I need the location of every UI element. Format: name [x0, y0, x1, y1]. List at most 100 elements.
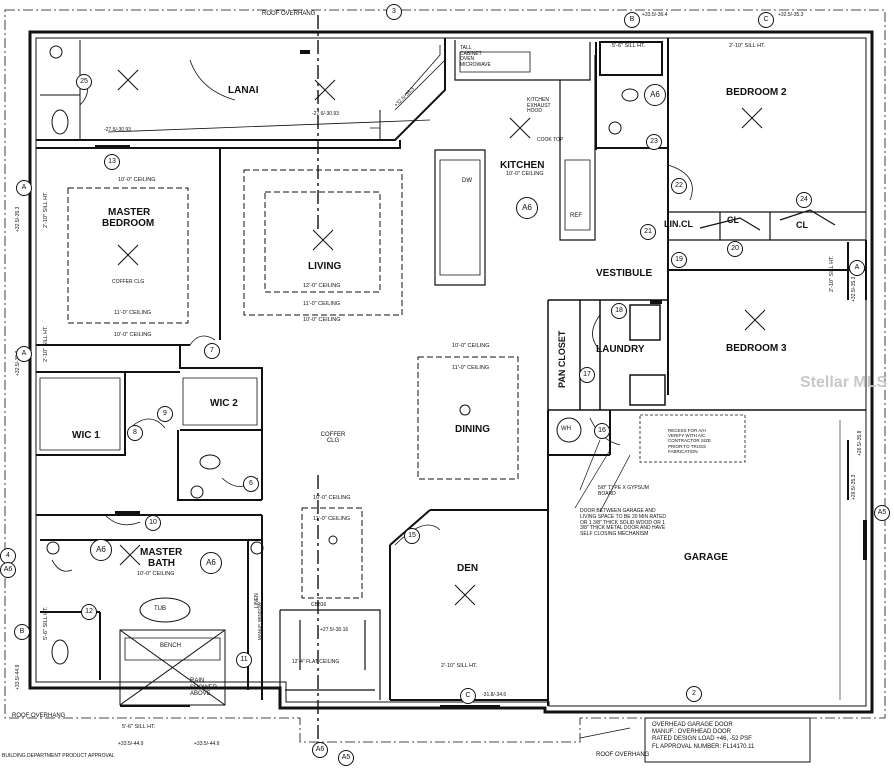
gypsum-note: 5/8" TYPE X GYPSUM BOARD [598, 485, 649, 497]
tag-6: 6 [243, 476, 259, 492]
tag-22: 22 [671, 178, 687, 194]
rating-lanai-left: -27.5/-30.93 [104, 127, 131, 133]
tag-8: 8 [127, 425, 143, 441]
garage-walls [547, 410, 611, 706]
master-coffer-ceiling-label: COFFER CLG [112, 279, 145, 285]
room-living: LIVING [308, 261, 342, 272]
rating-bottom-1: +33.5/-44.9 [118, 741, 144, 747]
rating-left-bot: +33.5/-44.9 [15, 664, 21, 690]
tag-17: 17 [579, 367, 595, 383]
living-ceiling-mid: 11'-0" CEILING [303, 301, 341, 307]
roof-overhang-top: ROOF OVERHANG [262, 11, 316, 17]
marker-c-top: C [758, 12, 774, 28]
room-master-bath-line2: BATH [148, 558, 176, 569]
master-ceiling-bot: 10'-0" CEILING [114, 332, 152, 338]
dining-coffer-ceiling [417, 356, 519, 480]
sill-bedroom-2: 2'-10" SILL HT. [729, 43, 766, 49]
recess-note: RECESS FOR A/H VERIFY WITH A/C CONTRACTO… [668, 428, 711, 454]
room-pan-closet: PAN CLOSET [557, 330, 567, 388]
section-a6-master-bath: A6 [90, 539, 112, 561]
closet-walls [668, 209, 866, 241]
tag-21: 21 [640, 224, 656, 240]
room-wic-1: WIC 1 [72, 430, 100, 441]
tag-13: 13 [104, 154, 120, 170]
rating-bottom-2: +33.5/-44.9 [194, 741, 220, 747]
marker-c-den: C [460, 688, 476, 704]
room-laundry: LAUNDRY [596, 344, 645, 355]
section-a6-master-bath-2: A6 [200, 552, 222, 574]
marker-a-left-2: A [16, 346, 32, 362]
rain-shower-label: RAIN SHOWER ABOVE [190, 678, 217, 698]
master-ceiling-top: 10'-0" CEILING [118, 177, 156, 183]
rating-right-a2: +26.5/-35.3 [851, 474, 857, 500]
sill-master-bot: 2'-10" SILL HT. [43, 325, 49, 362]
room-lanai: LANAI [228, 85, 259, 96]
tag-23: 23 [646, 134, 662, 150]
marker-4-left: 4 [0, 548, 16, 564]
master-coffer-ceiling [67, 187, 189, 324]
section-a6-kitchen: A6 [516, 197, 538, 219]
rating-den-c: -31.8/-34.6 [482, 692, 507, 698]
room-master-bath-line1: MASTER [140, 547, 183, 558]
tag-3-top: 3 [386, 4, 402, 20]
living-ceiling-bot: 10'-0" CEILING [303, 317, 341, 323]
tall-cabinet-label: TALL CABINET OVEN MICROWAVE [460, 45, 491, 68]
rating-left-top: +32.5/-35.3 [15, 206, 21, 232]
sill-den: 2'-10" SILL HT. [441, 663, 478, 669]
den-walls [389, 509, 548, 701]
lanai-area [36, 38, 446, 141]
rating-side-c: +26.5/-35.8 [857, 430, 863, 456]
garage-door-note: DOOR BETWEEN GARAGE AND LIVING SPACE TO … [580, 508, 667, 537]
kitchen-ceiling: 10'-0" CEILING [506, 171, 544, 177]
tag-18: 18 [611, 303, 627, 319]
tub-label: TUB [154, 606, 166, 612]
living-coffer-ceiling-label: COFFER CLG [320, 432, 346, 444]
foyer-walls [279, 609, 381, 700]
tag-24: 24 [796, 192, 812, 208]
marker-a-right: A [849, 260, 865, 276]
room-master-bedroom-line2: BEDROOM [102, 218, 155, 229]
cook-top-label: COOK TOP [537, 137, 564, 143]
tag-16: 16 [594, 423, 610, 439]
rating-top-right: +32.5/-35.3 [778, 12, 804, 18]
foyer-coffer-ceiling [301, 507, 363, 599]
overhead-door-note: OVERHEAD GARAGE DOOR MANUF.: OVERHEAD DO… [652, 722, 755, 750]
sill-bath-left: 5'-6" SILL HT. [43, 606, 49, 640]
foyer-ceiling-mid: 11'-0" CEILING [313, 516, 351, 522]
living-coffer-ceiling [243, 169, 403, 316]
marker-a-left: A [16, 180, 32, 196]
marker-a5-bottom: A5 [338, 750, 354, 766]
foyer-ceiling-top: 10'-0" CEILING [313, 495, 351, 501]
room-bedroom-2: BEDROOM 2 [726, 87, 787, 98]
watermark: Stellar MLS [800, 374, 888, 391]
tag-25: 25 [76, 74, 92, 90]
section-a6-bath: A6 [644, 84, 666, 106]
bath-ceiling: 10'-0" CEILING [137, 571, 175, 577]
manuf-window-note: MANUF. WINDOW [257, 602, 262, 640]
room-den: DEN [457, 563, 479, 574]
tag-11: 11 [236, 652, 252, 668]
tag-15: 15 [404, 528, 420, 544]
sill-top-bath: 5'-6" SILL HT. [612, 43, 646, 49]
marker-b-left: B [14, 624, 30, 640]
exterior-walls [28, 30, 874, 714]
room-bedroom-3: BEDROOM 3 [726, 343, 787, 354]
sill-bedroom-3: 2'-10" SILL HT. [829, 255, 835, 292]
sill-bath-bottom: 5'-6" SILL HT. [122, 724, 156, 730]
room-wic-2: WIC 2 [210, 398, 238, 409]
marker-a6-left: A6 [0, 562, 16, 578]
dishwasher-label: DW [462, 178, 472, 184]
laundry-walls [547, 299, 866, 411]
room-vestibule: VESTIBULE [596, 268, 653, 279]
product-approval-note: BUILDING DEPARTMENT PRODUCT APPROVAL [2, 753, 115, 759]
cb816-label: CB816 [311, 602, 327, 608]
water-heater-label: WH [561, 426, 571, 432]
room-master-bedroom-line1: MASTER [108, 207, 151, 218]
master-ceiling-mid: 11'-0" CEILING [114, 310, 152, 316]
tag-7: 7 [204, 343, 220, 359]
rating-top-b: +33.5/-36.4 [642, 12, 668, 18]
bench-label: BENCH [160, 643, 182, 649]
ceiling-fans [117, 69, 766, 606]
marker-a5-right: A5 [874, 505, 890, 521]
